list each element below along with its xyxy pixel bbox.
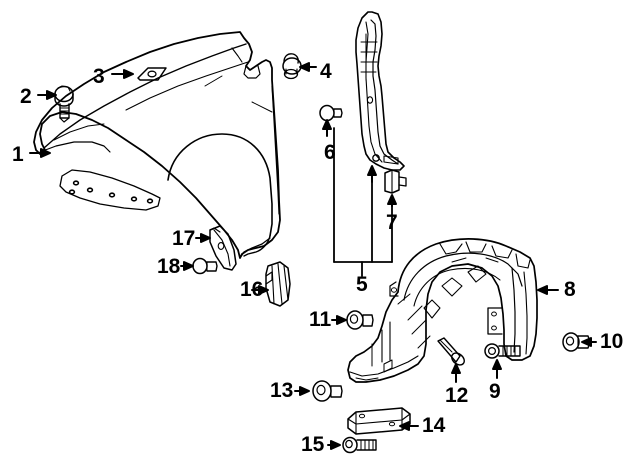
part-fender-nut-plate-clip bbox=[137, 67, 167, 81]
callout-15[interactable]: 15 bbox=[301, 433, 325, 456]
part-liner-mounting-screw bbox=[484, 343, 521, 359]
callout-13[interactable]: 13 bbox=[270, 379, 294, 402]
callout-4[interactable]: 4 bbox=[320, 60, 332, 83]
callout-11[interactable]: 11 bbox=[309, 308, 332, 331]
part-lower-reinforcement-bracket bbox=[347, 407, 411, 435]
callout-10[interactable]: 10 bbox=[600, 330, 624, 353]
callout-2[interactable]: 2 bbox=[20, 85, 32, 108]
callout-3[interactable]: 3 bbox=[93, 65, 105, 88]
part-liner-grommet-clip bbox=[312, 380, 343, 402]
callout-9[interactable]: 9 bbox=[489, 380, 501, 403]
callout-17[interactable]: 17 bbox=[172, 227, 196, 250]
callout-5[interactable]: 5 bbox=[356, 273, 368, 296]
callout-14[interactable]: 14 bbox=[422, 414, 446, 437]
callout-16[interactable]: 16 bbox=[240, 278, 264, 301]
callout-18[interactable]: 18 bbox=[157, 255, 181, 278]
part-liner-pin-rivet bbox=[437, 337, 465, 366]
part-fender-mounting-bolt bbox=[54, 85, 74, 123]
part-bracket-retainer-block bbox=[384, 169, 407, 194]
part-fender-rear-pad-cushion bbox=[265, 261, 291, 307]
part-front-fender-panel bbox=[33, 31, 281, 259]
part-push-in-retainer-clip bbox=[282, 53, 302, 80]
callout-8[interactable]: 8 bbox=[564, 278, 576, 301]
leader-lines bbox=[29, 62, 597, 450]
part-liner-retainer-clip bbox=[346, 310, 374, 330]
part-front-fender-liner-splash-shield bbox=[347, 238, 538, 383]
part-fender-seal-bracket-assembly bbox=[355, 11, 405, 171]
callout-7[interactable]: 7 bbox=[386, 211, 398, 234]
part-bracket-push-clip bbox=[192, 257, 218, 275]
part-fender-rear-mounting-bracket bbox=[209, 225, 237, 271]
callout-12[interactable]: 12 bbox=[445, 384, 469, 407]
callout-1[interactable]: 1 bbox=[12, 143, 24, 166]
part-bracket-mounting-screw bbox=[342, 436, 377, 454]
part-seal-grommet-clip bbox=[319, 104, 343, 122]
callout-6[interactable]: 6 bbox=[324, 141, 336, 164]
